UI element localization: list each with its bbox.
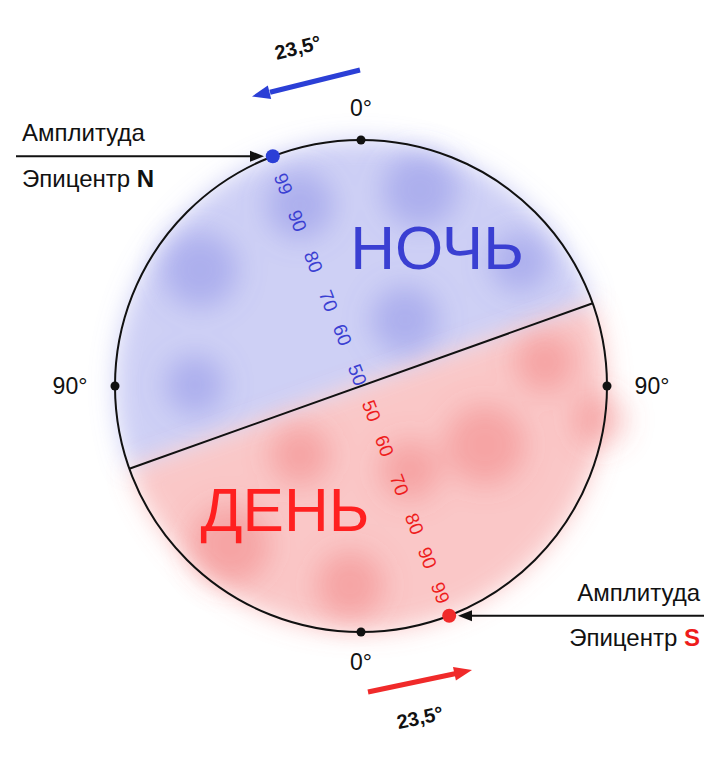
arrow-shaft bbox=[270, 70, 360, 92]
cardinal-dot bbox=[603, 382, 612, 391]
day-fill bbox=[129, 303, 607, 632]
angle-label-group: 23,5° bbox=[395, 702, 446, 734]
blotch bbox=[316, 551, 384, 619]
scale-number: 90 bbox=[414, 544, 441, 571]
epicenter-n-dot bbox=[266, 149, 280, 163]
angle-label: 23,5° bbox=[272, 31, 323, 64]
cardinal-dot bbox=[111, 382, 120, 391]
callout-text: S bbox=[684, 624, 700, 651]
scale-number-group: 70 bbox=[314, 287, 342, 315]
angle-label-group: 23,5° bbox=[272, 31, 323, 65]
arrow-head bbox=[250, 151, 264, 162]
callout-text-group: Амплитуда bbox=[577, 579, 700, 607]
blotch bbox=[162, 232, 238, 308]
epicenter-s-dot bbox=[442, 609, 456, 623]
callout-text-group: Эпицентр S bbox=[569, 624, 700, 652]
arrow-head bbox=[453, 667, 472, 681]
tilt-arrow-north bbox=[252, 70, 360, 99]
region-label: НОЧЬ bbox=[350, 213, 524, 282]
scale-number: 90 bbox=[284, 207, 311, 234]
callout-text-group: Амплитуда bbox=[22, 119, 145, 147]
scale-number-group: 60 bbox=[370, 432, 398, 460]
scale-number-group: 70 bbox=[385, 471, 413, 499]
degree-mark: 90° bbox=[635, 373, 670, 399]
scale-number: 99 bbox=[270, 170, 297, 197]
day-region bbox=[129, 303, 626, 632]
scale-number: 60 bbox=[328, 322, 355, 349]
callout-text: Эпицентр bbox=[569, 624, 677, 651]
scale-number-group: 60 bbox=[328, 322, 356, 350]
scale-number: 80 bbox=[401, 510, 428, 537]
blotch bbox=[574, 394, 626, 446]
angle-label: 23,5° bbox=[395, 702, 445, 733]
scale-number-group: 80 bbox=[299, 248, 327, 276]
scale-number-group: 90 bbox=[413, 544, 441, 572]
blotch bbox=[445, 405, 525, 485]
scale-number: 70 bbox=[386, 471, 413, 498]
region-label-group: ДЕНЬ bbox=[201, 474, 370, 545]
blotch bbox=[165, 355, 225, 415]
degree-mark-group: 0° bbox=[350, 649, 372, 675]
globe-outline bbox=[115, 140, 607, 632]
degree-mark-group: 90° bbox=[53, 373, 88, 399]
callout-text: Амплитуда bbox=[577, 579, 700, 606]
callout-text-group: Эпицентр N bbox=[22, 165, 154, 193]
callout-arrow-s bbox=[458, 610, 704, 621]
cardinal-dot bbox=[357, 136, 366, 145]
callout-arrow-n bbox=[16, 151, 264, 162]
degree-mark: 0° bbox=[350, 95, 372, 121]
degree-mark: 0° bbox=[350, 649, 372, 675]
arrow-head bbox=[458, 610, 472, 621]
scale-number-group: 80 bbox=[400, 510, 428, 538]
scale-number-group: 50 bbox=[343, 361, 371, 389]
arrow-head bbox=[252, 85, 271, 99]
scale-number-group: 99 bbox=[269, 170, 297, 198]
degree-mark: 90° bbox=[53, 373, 88, 399]
scale-number: 80 bbox=[300, 248, 327, 275]
blotch bbox=[515, 332, 575, 392]
leader-line bbox=[470, 615, 704, 617]
scale-number: 70 bbox=[315, 287, 342, 314]
scale-number: 50 bbox=[343, 361, 370, 388]
day-blotches bbox=[190, 332, 626, 619]
cardinal-points bbox=[111, 136, 612, 637]
scale-number: 50 bbox=[357, 397, 384, 424]
blotch bbox=[371, 286, 439, 354]
scale-number: 60 bbox=[371, 432, 398, 459]
cardinal-dot bbox=[357, 628, 366, 637]
region-label-group: НОЧЬ bbox=[350, 212, 524, 283]
leader-line bbox=[16, 155, 252, 157]
scale-number-group: 90 bbox=[283, 207, 311, 235]
callout-text: N bbox=[137, 165, 154, 192]
scale-number-group: 99 bbox=[426, 579, 454, 607]
callout-text: Эпицентр bbox=[22, 165, 130, 192]
degree-mark-group: 0° bbox=[350, 95, 372, 121]
blotch bbox=[266, 171, 334, 239]
arrow-shaft bbox=[368, 674, 456, 693]
degree-mark-group: 90° bbox=[635, 373, 670, 399]
scale-number: 99 bbox=[427, 579, 454, 606]
region-label: ДЕНЬ bbox=[201, 475, 370, 544]
terminator-line bbox=[129, 303, 592, 468]
callout-text: Амплитуда bbox=[22, 119, 145, 146]
tilt-arrow-south bbox=[368, 667, 472, 692]
scale-number-group: 50 bbox=[357, 397, 385, 425]
